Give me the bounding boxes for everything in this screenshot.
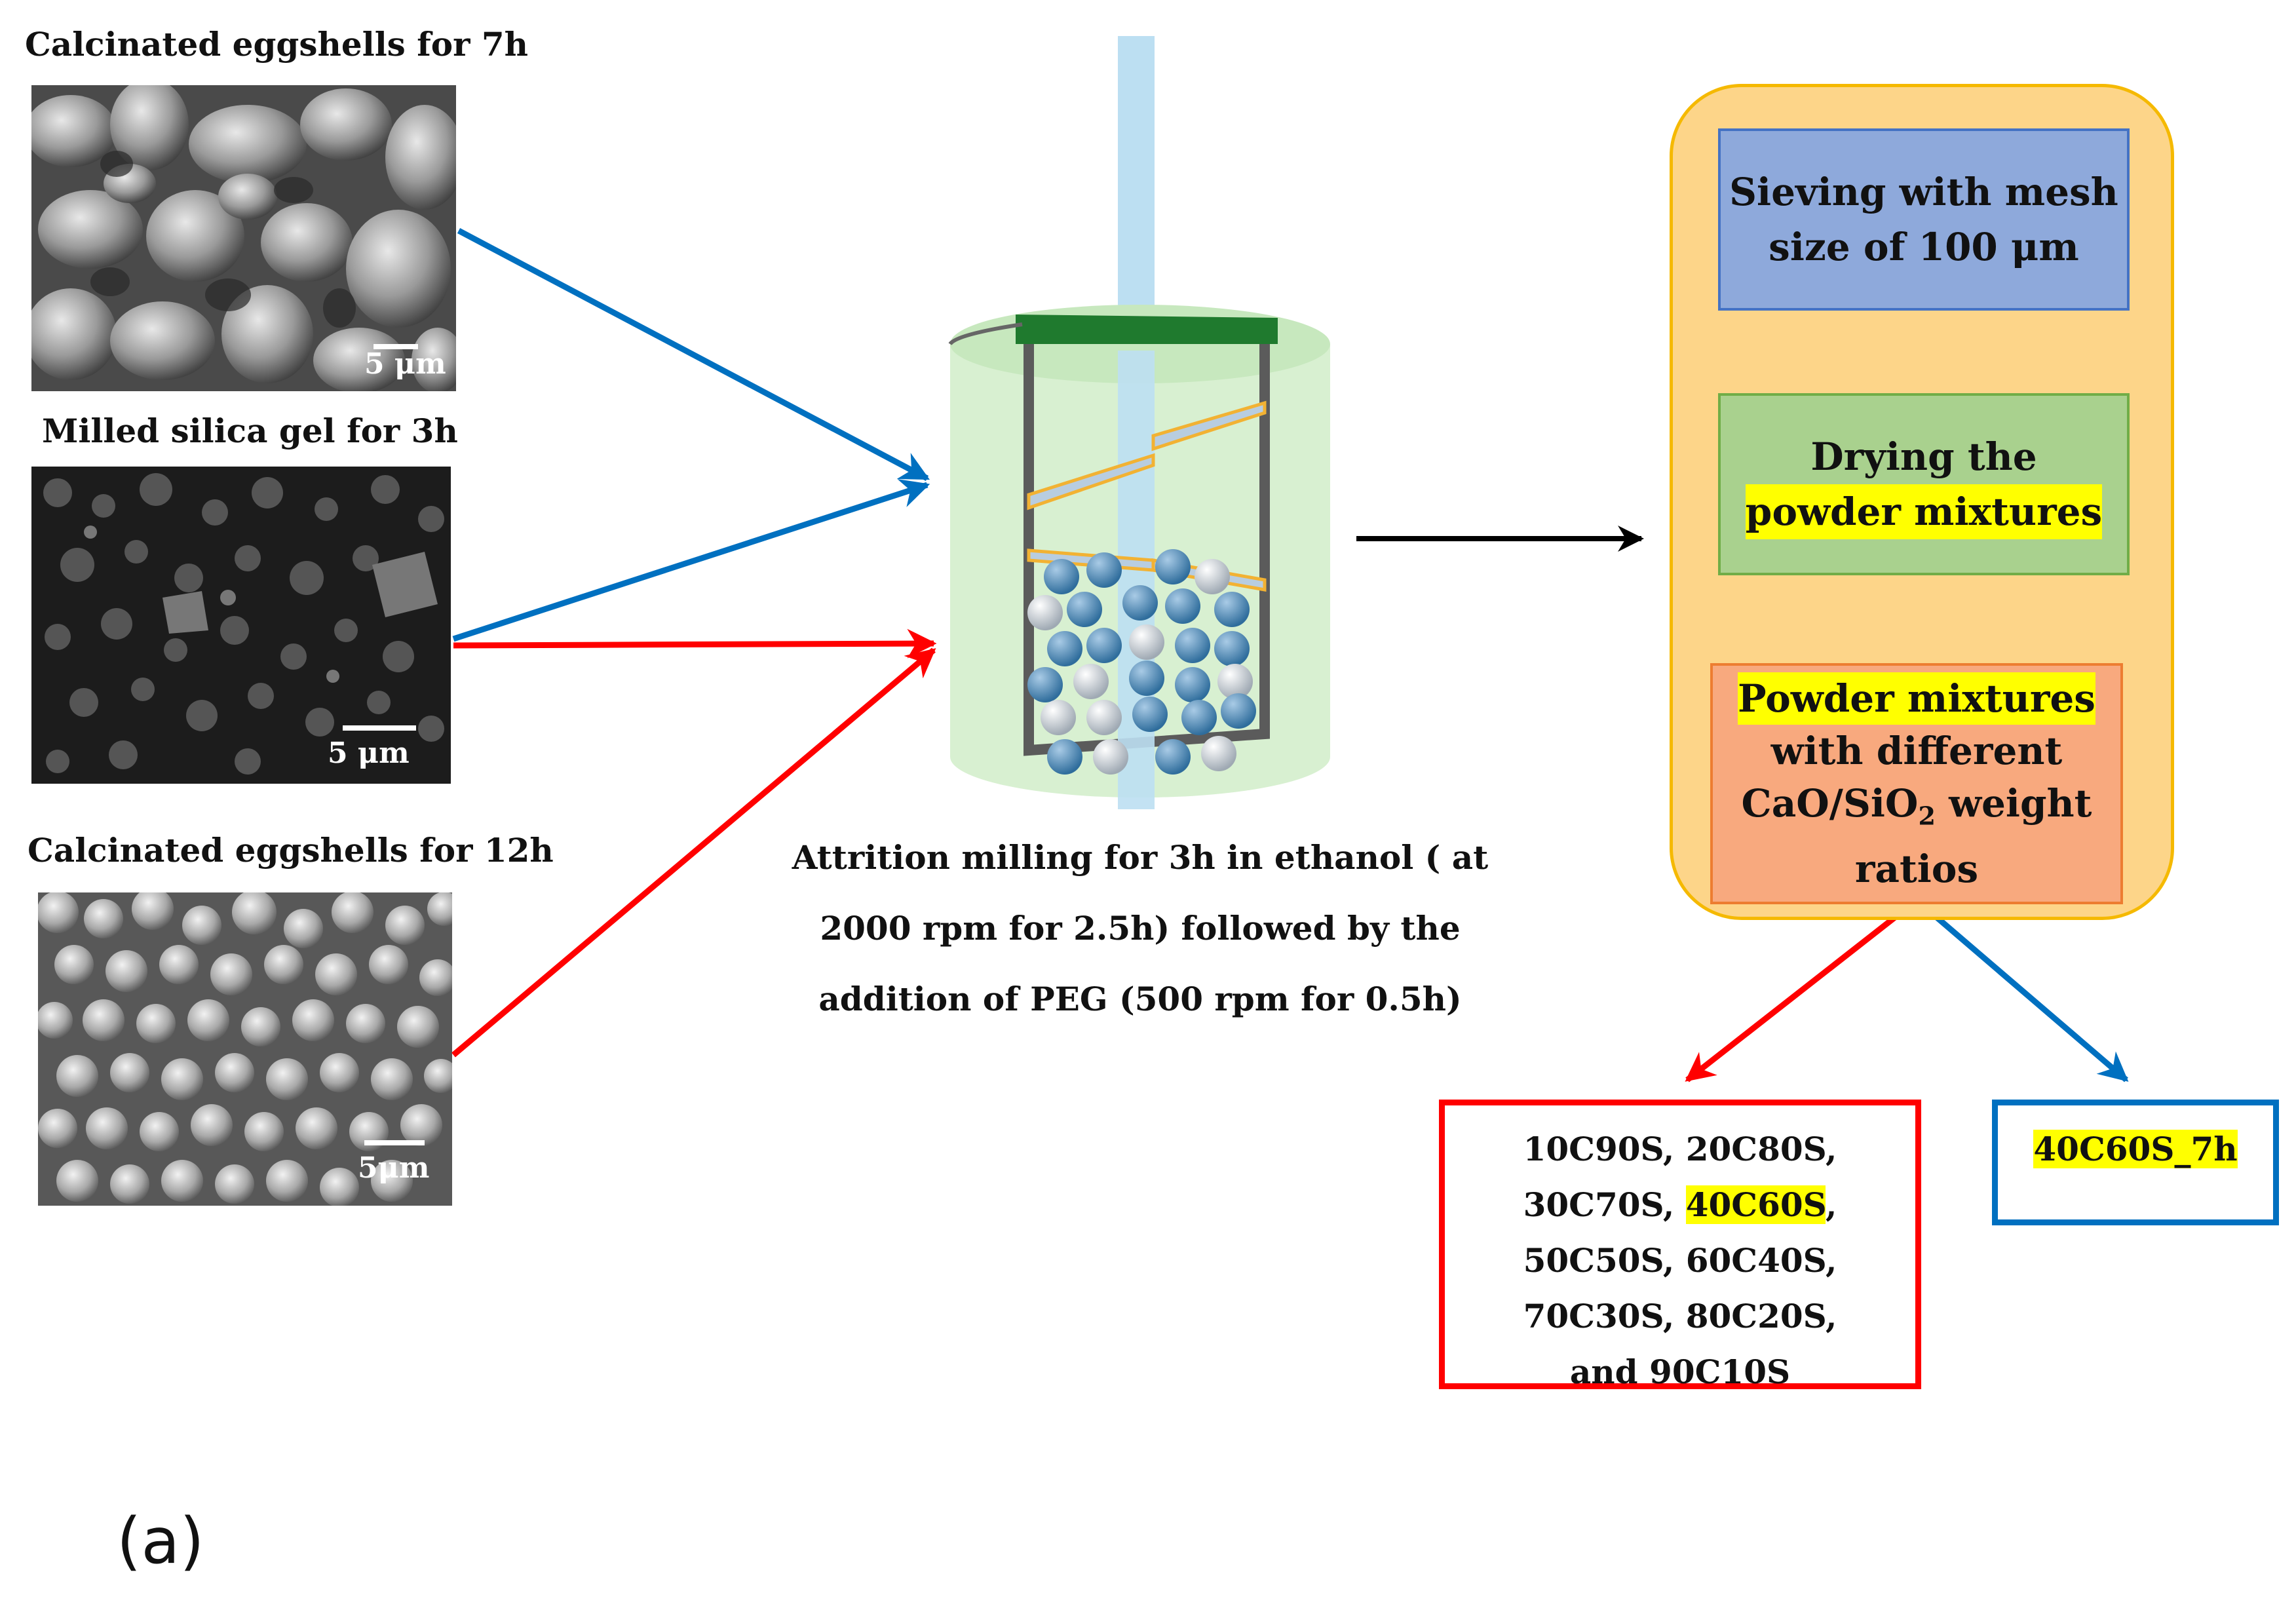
arrow-silica-red [453,628,937,659]
stirrer-shaft [1118,36,1155,318]
scale-bar [364,1140,425,1145]
arrow-to-blue-result [1918,900,2129,1083]
step-sieving-text: Sieving with mesh size of 100 μm [1729,170,2118,269]
arrow-eggshells-12h [451,647,936,1058]
step-drying: Drying the powder mixtures [1718,393,2130,575]
scale-label: 5μm [358,1151,430,1185]
arrow-to-red-result [1685,900,1915,1083]
result-blue-highlight: 40C60S_7h [2033,1130,2238,1168]
jar-lid [1016,315,1278,344]
caption-line: Attrition milling for 3h in ethanol ( at [792,838,1489,877]
sem-image-eggshells-7h: 5 μm [31,85,456,391]
step-drying-text: Drying the [1810,434,2037,479]
caption-line: 2000 rpm for 2.5h) followed by the [820,909,1461,948]
attrition-mill-illustration [948,36,1330,809]
result-box-red: 10C90S, 20C80S, 30C70S, 40C60S, 50C50S, … [1439,1100,1921,1391]
step-mixtures-ratio: CaO/SiO2 weight [1741,781,2092,831]
result-box-blue: 40C60S_7h [1992,1100,2279,1225]
step-mixtures: Powder mixtures with different CaO/SiO2 … [1710,663,2123,904]
sem-image-eggshells-12h: 5μm [38,892,452,1206]
step-mixtures-line: ratios [1854,846,1979,891]
scale-label: 5 μm [364,347,446,381]
figure-label: (a) [117,1505,204,1578]
step-sieving: Sieving with mesh size of 100 μm [1718,128,2130,311]
scale-bar [373,344,418,349]
result-red-highlight: 40C60S [1685,1185,1826,1224]
step-drying-highlight: powder mixtures [1745,484,2103,539]
milling-balls [1027,549,1256,775]
image-label-eggshells-7h: Calcinated eggshells for 7h [25,25,528,64]
scale-label: 5 μm [328,737,410,770]
image-label-eggshells-12h: Calcinated eggshells for 12h [28,831,554,870]
scale-bar [343,725,416,731]
result-red-text: , 50C50S, 60C40S, 70C30S, 80C20S, and 90… [1523,1185,1837,1391]
step-mixtures-line: with different [1770,729,2063,774]
arrow-eggshells-7h [457,228,930,481]
caption-line: addition of PEG (500 rpm for 0.5h) [818,980,1462,1018]
sem-image-silica-3h: 5 μm [31,467,451,784]
result-red-text: 10C90S, 20C80S, 30C70S, [1523,1130,1837,1224]
image-label-silica-3h: Milled silica gel for 3h [42,412,458,450]
milling-caption: Attrition milling for 3h in ethanol ( at… [773,822,1507,1035]
step-mixtures-highlight: Powder mixtures [1738,672,2095,725]
arrow-silica-blue [452,479,930,642]
